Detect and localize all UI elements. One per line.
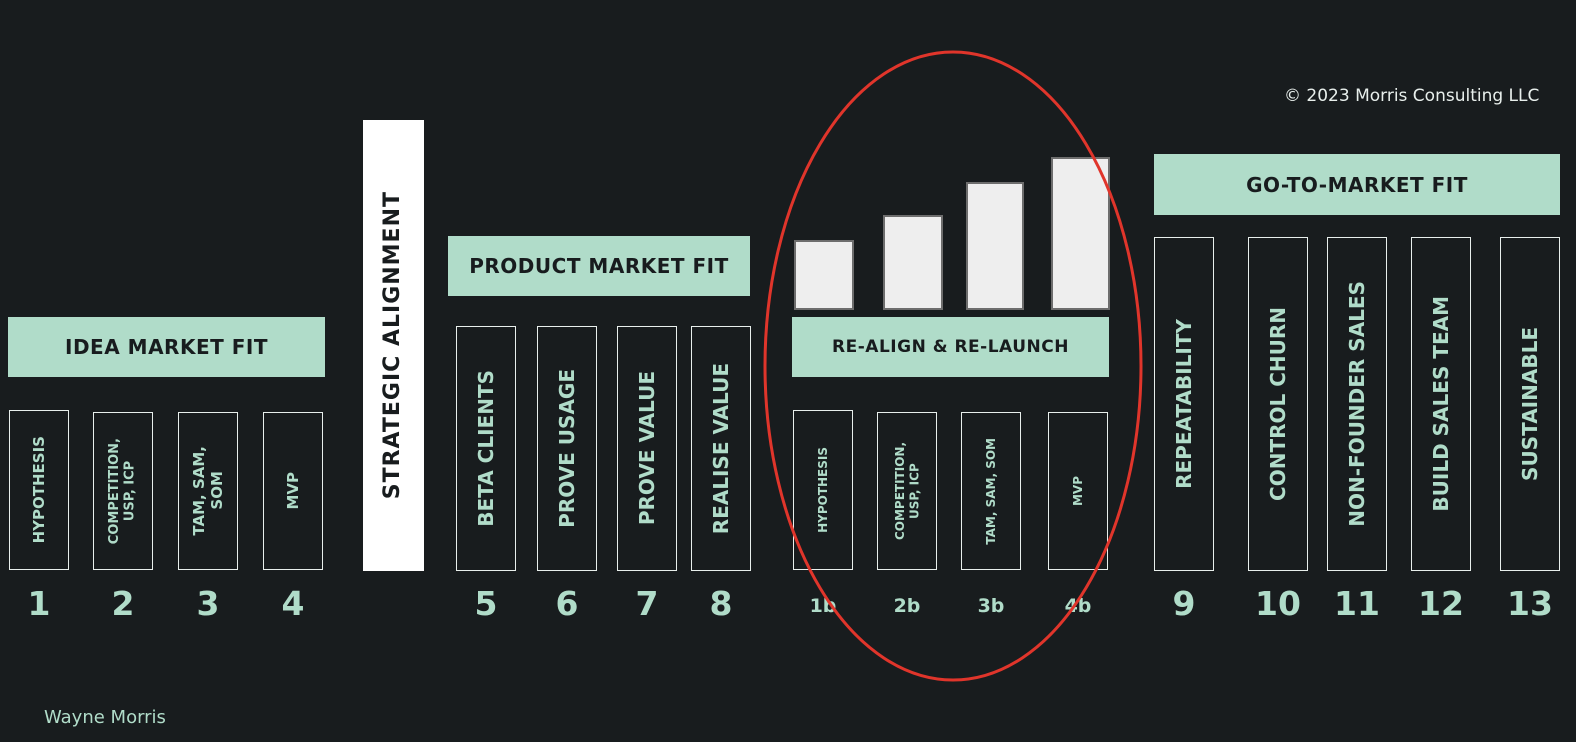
step-number: 3b <box>977 595 1005 617</box>
growth-bar-2 <box>883 215 943 310</box>
step-box-competition-b: COMPETITION, USP, ICP <box>877 412 937 570</box>
step-box-realise-value: REALISE VALUE <box>691 326 751 571</box>
product-market-fit-banner: PRODUCT MARKET FIT <box>448 236 750 296</box>
step-number: 10 <box>1255 584 1301 623</box>
step-box-tam-sam-som-b: TAM, SAM, SOM <box>961 412 1021 570</box>
step-number: 9 <box>1172 584 1196 623</box>
step-box-prove-usage: PROVE USAGE <box>537 326 597 571</box>
step-box-tam-sam-som: TAM, SAM, SOM <box>178 412 238 570</box>
step-box-hypothesis: HYPOTHESIS <box>9 410 69 570</box>
step-number: 5 <box>474 584 498 623</box>
author-name: Wayne Morris <box>44 707 166 728</box>
step-number: 2 <box>111 584 135 623</box>
step-number: 4 <box>281 584 305 623</box>
copyright-text: © 2023 Morris Consulting LLC <box>1284 86 1540 106</box>
growth-bar-4 <box>1051 157 1110 310</box>
step-box-sustainable: SUSTAINABLE <box>1500 237 1560 571</box>
step-number: 8 <box>709 584 733 623</box>
step-number: 13 <box>1507 584 1553 623</box>
step-number: 3 <box>196 584 220 623</box>
realign-relaunch-banner: RE-ALIGN & RE-LAUNCH <box>792 317 1109 377</box>
step-box-hypothesis-b: HYPOTHESIS <box>793 410 853 570</box>
step-number: 2b <box>893 595 921 617</box>
step-box-mvp-b: MVP <box>1048 412 1108 570</box>
step-number: 12 <box>1418 584 1464 623</box>
step-box-competition: COMPETITION, USP, ICP <box>93 412 153 570</box>
step-box-mvp: MVP <box>263 412 323 570</box>
step-box-non-founder-sales: NON-FOUNDER SALES <box>1327 237 1387 571</box>
strategic-alignment-bar: STRATEGIC ALIGNMENT <box>363 120 424 571</box>
growth-bar-1 <box>794 240 854 310</box>
idea-market-fit-banner: IDEA MARKET FIT <box>8 317 325 377</box>
step-number: 11 <box>1334 584 1380 623</box>
step-box-prove-value: PROVE VALUE <box>617 326 677 571</box>
step-number: 1 <box>27 584 51 623</box>
step-box-build-sales-team: BUILD SALES TEAM <box>1411 237 1471 571</box>
step-number: 6 <box>555 584 579 623</box>
go-to-market-fit-banner: GO-TO-MARKET FIT <box>1154 154 1560 215</box>
step-box-control-churn: CONTROL CHURN <box>1248 237 1308 571</box>
highlight-ellipse <box>763 50 1143 682</box>
growth-bar-3 <box>966 182 1024 310</box>
step-box-repeatability: REPEATABILITY <box>1154 237 1214 571</box>
step-number: 7 <box>635 584 659 623</box>
step-box-beta-clients: BETA CLIENTS <box>456 326 516 571</box>
